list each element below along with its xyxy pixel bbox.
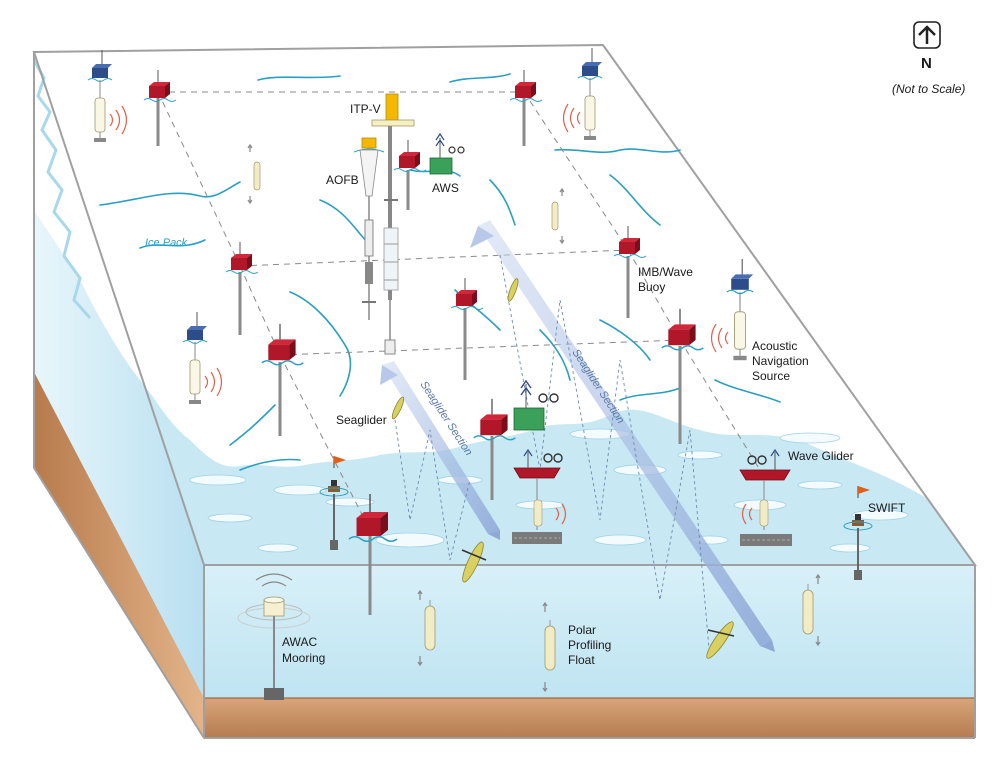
itp-label: ITP-V — [350, 102, 381, 116]
swift-icon — [843, 486, 873, 580]
not-to-scale-label: (Not to Scale) — [892, 82, 965, 96]
itp-icon — [371, 93, 415, 355]
imb-label-line2: Buoy — [638, 280, 665, 294]
acoustic-label-line1: Acoustic — [752, 339, 797, 353]
aws-icon — [429, 132, 465, 175]
seaglider-icon — [391, 396, 405, 420]
acoustic-label-line2: Navigation — [752, 354, 809, 368]
north-label: N — [921, 55, 932, 72]
profiling-float-icon — [542, 601, 556, 693]
imb-buoy-icon — [348, 493, 398, 615]
front-seabed — [204, 698, 975, 738]
aws-label: AWS — [432, 181, 459, 195]
ice-pack-label: Ice Pack — [145, 237, 188, 249]
north-arrow-icon — [913, 21, 941, 49]
acoustic-label-line3: Source — [752, 369, 790, 383]
wave-glider-label: Wave Glider — [788, 449, 854, 463]
imb-buoy-icon — [143, 69, 177, 146]
array-grid — [157, 91, 761, 531]
acoustic-source-icon — [562, 47, 603, 141]
wave-glider-icon — [739, 448, 792, 546]
aws-icon — [513, 379, 559, 431]
seaglider-icon — [507, 278, 519, 302]
awac-label-line1: AWAC — [282, 635, 317, 649]
acoustic-source-icon — [710, 258, 754, 361]
aofb-label: AOFB — [326, 173, 359, 187]
front-water-wall — [204, 565, 975, 698]
swift-icon — [319, 456, 349, 550]
acoustic-source-icon — [182, 311, 223, 405]
imb-label-line1: IMB/Wave — [638, 265, 693, 279]
aofb-icon — [353, 137, 385, 320]
imb-buoy-icon — [450, 277, 484, 380]
ppf-label-line3: Float — [568, 653, 595, 667]
ppf-label-line1: Polar — [568, 623, 596, 637]
seaglider-icon — [461, 541, 487, 583]
profiling-float-icon — [417, 589, 436, 667]
left-seabed — [34, 372, 204, 738]
acoustic-source-icon — [87, 49, 128, 143]
awac-label-line2: Mooring — [282, 651, 325, 665]
imb-buoy-icon — [225, 241, 259, 335]
imb-buoy-icon — [661, 308, 705, 444]
ice-rim — [32, 59, 92, 319]
wave-glider-icon — [512, 448, 567, 544]
profiling-float-icon — [247, 143, 261, 205]
seaglider-label: Seaglider — [336, 413, 387, 427]
swift-label: SWIFT — [868, 501, 906, 515]
ice-pack-surface — [34, 45, 930, 500]
imb-buoy-icon — [393, 139, 427, 210]
seaglider-section-arrows — [380, 220, 775, 661]
profiling-float-icon — [802, 573, 821, 647]
imb-buoy-icon — [613, 225, 647, 318]
ice-cracks — [99, 73, 781, 471]
ppf-label-line2: Profiling — [568, 638, 611, 652]
awac-mooring-icon — [237, 573, 311, 700]
profiling-float-icon — [551, 187, 565, 245]
imb-buoy-icon — [473, 398, 517, 500]
imb-buoy-icon — [509, 69, 543, 146]
seaglider-icon — [706, 621, 735, 659]
imb-buoy-icon — [261, 323, 305, 436]
